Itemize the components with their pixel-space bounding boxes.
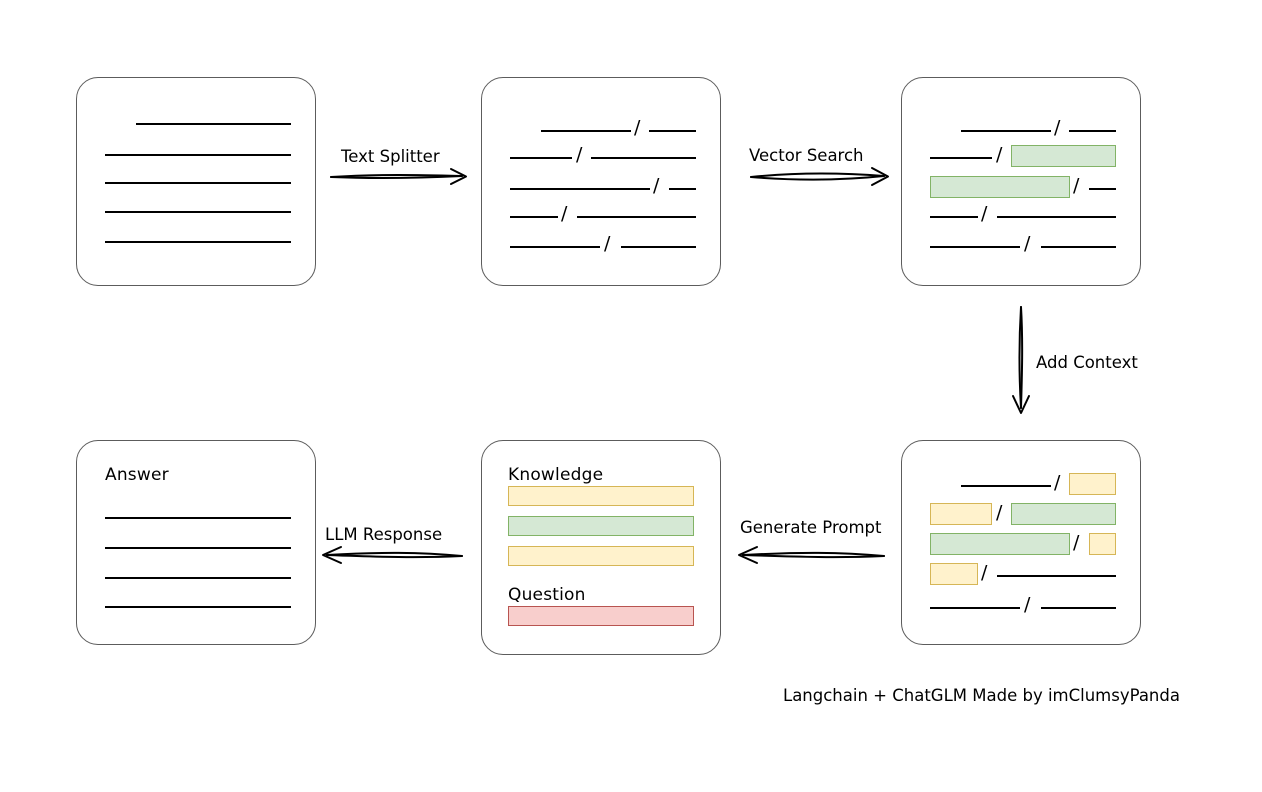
text-line <box>669 188 696 190</box>
separator-slash: / <box>576 143 583 166</box>
separator-slash: / <box>1054 471 1061 494</box>
edge-label-text-splitter: Text Splitter <box>341 147 440 166</box>
separator-slash: / <box>996 143 1003 166</box>
text-line <box>105 577 291 579</box>
knowledge-chunk-1[interactable] <box>508 486 694 506</box>
text-line <box>930 157 992 159</box>
text-line <box>930 216 978 218</box>
text-line <box>591 157 696 159</box>
text-line <box>510 188 650 190</box>
text-line <box>541 130 631 132</box>
knowledge-label: Knowledge <box>508 465 604 485</box>
text-line <box>649 130 696 132</box>
separator-slash: / <box>561 202 568 225</box>
question-text[interactable] <box>508 606 694 626</box>
text-line <box>1069 130 1116 132</box>
separator-slash: / <box>981 202 988 225</box>
highlighted-chunk-green[interactable] <box>1011 503 1116 525</box>
text-line <box>577 216 696 218</box>
text-line <box>1041 246 1116 248</box>
separator-slash: / <box>981 561 988 584</box>
edge-label-generate-prompt: Generate Prompt <box>740 518 882 537</box>
separator-slash: / <box>634 116 641 139</box>
edge-label-llm-response: LLM Response <box>325 525 443 544</box>
text-line <box>136 123 291 125</box>
text-line <box>997 575 1116 577</box>
split-chunks-box[interactable] <box>481 77 721 286</box>
highlighted-chunk-green[interactable] <box>1011 145 1116 167</box>
highlighted-chunk-yellow[interactable] <box>930 503 992 525</box>
text-line <box>105 606 291 608</box>
separator-slash: / <box>604 232 611 255</box>
separator-slash: / <box>1073 531 1080 554</box>
text-line <box>997 216 1116 218</box>
source-document-box[interactable] <box>76 77 316 286</box>
text-line <box>1041 607 1116 609</box>
text-line <box>1089 188 1116 190</box>
text-line <box>621 246 696 248</box>
text-line <box>105 154 291 156</box>
highlighted-chunk-yellow[interactable] <box>1069 473 1116 495</box>
highlighted-chunk-yellow[interactable] <box>1089 533 1116 555</box>
answer-box[interactable] <box>76 440 316 645</box>
separator-slash: / <box>1054 116 1061 139</box>
text-line <box>105 517 291 519</box>
edge-label-vector-search: Vector Search <box>749 146 864 165</box>
edge-label-add-context: Add Context <box>1036 353 1138 372</box>
knowledge-chunk-3[interactable] <box>508 546 694 566</box>
text-line <box>930 607 1020 609</box>
text-line <box>510 246 600 248</box>
highlighted-chunk-green[interactable] <box>930 176 1070 198</box>
text-line <box>105 547 291 549</box>
knowledge-chunk-2[interactable] <box>508 516 694 536</box>
separator-slash: / <box>1073 174 1080 197</box>
separator-slash: / <box>1024 593 1031 616</box>
footer-credit-note: Langchain + ChatGLM Made by imClumsyPand… <box>783 686 1180 705</box>
text-line <box>930 246 1020 248</box>
text-line <box>510 216 558 218</box>
text-line <box>961 130 1051 132</box>
answer-label: Answer <box>105 465 169 485</box>
text-line <box>105 211 291 213</box>
text-line <box>510 157 572 159</box>
text-line <box>105 241 291 243</box>
highlighted-chunk-green[interactable] <box>930 533 1070 555</box>
separator-slash: / <box>1024 232 1031 255</box>
text-line <box>961 485 1051 487</box>
separator-slash: / <box>996 501 1003 524</box>
separator-slash: / <box>653 174 660 197</box>
highlighted-chunk-yellow[interactable] <box>930 563 978 585</box>
question-label: Question <box>508 585 586 605</box>
text-line <box>105 182 291 184</box>
